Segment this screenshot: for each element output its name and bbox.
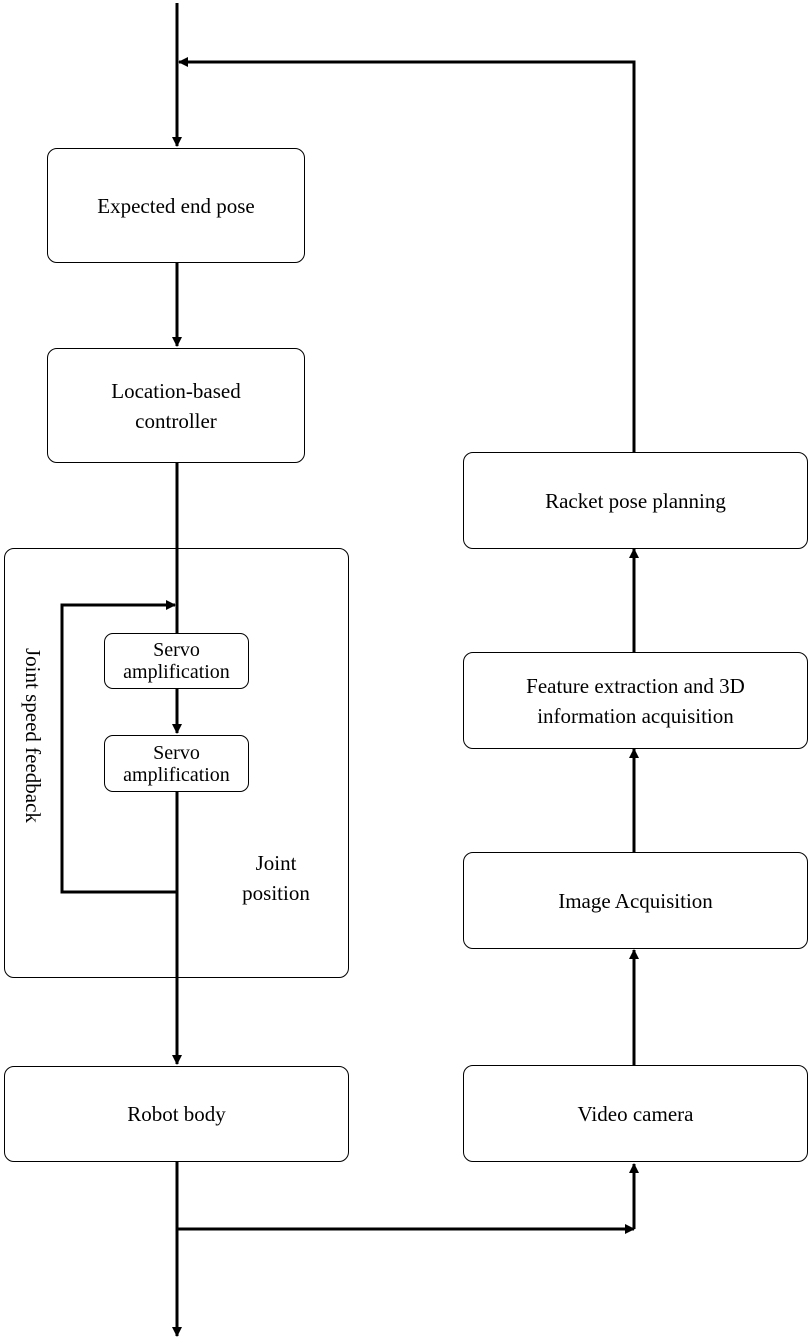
location-based-controller-box: Location-based controller xyxy=(47,348,305,463)
joint-position-line2: position xyxy=(242,881,310,905)
joint-position-label: Joint position xyxy=(228,848,324,908)
racket-pose-planning-label: Racket pose planning xyxy=(545,488,726,513)
servo1-label-line2: amplification xyxy=(123,661,230,683)
image-acquisition-label: Image Acquisition xyxy=(558,888,713,913)
joint-speed-feedback-label: Joint speed feedback xyxy=(21,648,45,823)
robot-body-box: Robot body xyxy=(4,1066,349,1162)
servo2-label-line1: Servo xyxy=(153,741,200,764)
feature-extraction-box: Feature extraction and 3D information ac… xyxy=(463,652,808,749)
feature-label-line1: Feature extraction and 3D xyxy=(526,673,745,698)
joint-control-group xyxy=(4,548,349,978)
joint-speed-feedback-loop xyxy=(60,600,177,894)
racket-feedback-arrow xyxy=(178,57,636,452)
servo1-label-line1: Servo xyxy=(153,639,200,661)
servo-amplification-box-2: Servo amplification xyxy=(104,735,249,792)
controller-label-line2: controller xyxy=(135,408,217,433)
robot-body-label: Robot body xyxy=(127,1102,226,1126)
image-acquisition-box: Image Acquisition xyxy=(463,852,808,949)
feature-label-line2: information acquisition xyxy=(537,703,734,728)
expected-end-pose-box: Expected end pose xyxy=(47,148,305,263)
controller-label-line1: Location-based xyxy=(111,378,241,403)
expected-end-pose-label: Expected end pose xyxy=(97,193,255,218)
joint-position-line1: Joint xyxy=(255,851,297,875)
video-camera-label: Video camera xyxy=(577,1101,694,1126)
servo2-label-line2: amplification xyxy=(123,763,230,786)
video-camera-box: Video camera xyxy=(463,1065,808,1162)
racket-pose-planning-box: Racket pose planning xyxy=(463,452,808,549)
servo-amplification-box-1: Servo amplification xyxy=(104,633,249,689)
